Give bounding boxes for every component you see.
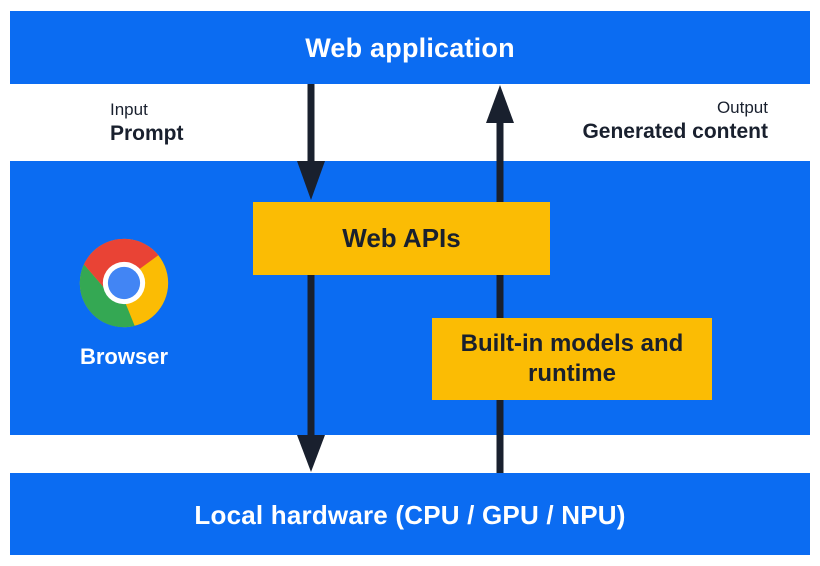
built-in-models-label: Built-in models and runtime [460,330,684,387]
input-label: Prompt [110,122,184,145]
web-application-label: Web application [305,33,515,63]
web-apis-label: Web APIs [342,223,461,253]
output-caption: Output [716,98,768,117]
local-hardware-label: Local hardware (CPU / GPU / NPU) [194,500,626,530]
built-in-models-box: Built-in models and runtime [432,318,712,400]
web-apis-box: Web APIs [253,202,550,275]
web-application-bar: Web application [10,11,810,84]
output-label: Generated content [582,120,768,143]
local-hardware-bar: Local hardware (CPU / GPU / NPU) [10,473,810,555]
browser-label: Browser [79,344,169,369]
output-text-block: Output Generated content [582,97,768,144]
input-text-block: Input Prompt [110,99,184,146]
chrome-browser-icon [79,238,169,328]
input-caption: Input [110,100,148,119]
